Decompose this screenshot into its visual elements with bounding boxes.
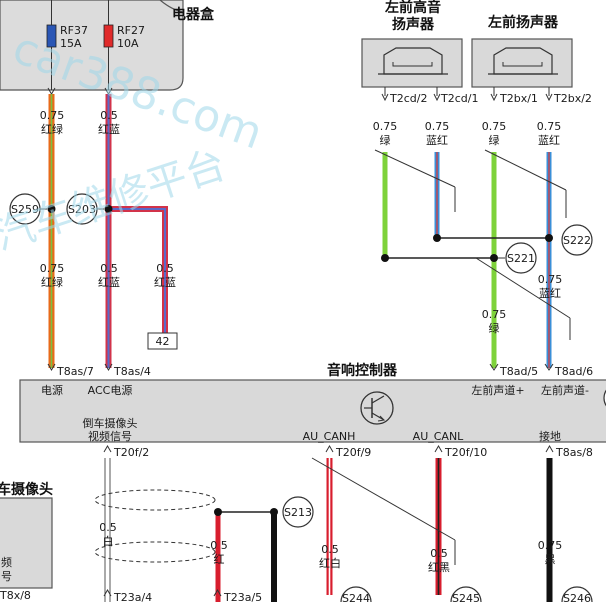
splice-s221: [505, 242, 537, 274]
sw-c1: 绿: [380, 133, 391, 147]
w5-gauge: 0.5: [156, 262, 174, 275]
fuse-rf27-rating: 10A: [117, 37, 139, 50]
pin-fl-minus: T8ad/6: [554, 365, 593, 378]
splice-s245: [450, 586, 482, 602]
ref-box-42-label: 42: [156, 335, 170, 348]
b4-color: 红黑: [428, 561, 450, 574]
pin-canh: T20f/9: [335, 446, 371, 459]
fuse-rf27-id: RF27: [117, 24, 145, 37]
gnd-label: 接地: [539, 430, 561, 443]
w3-gauge: 0.75: [40, 262, 65, 275]
w5-color: 红蓝: [154, 276, 176, 289]
pin-power: T8as/7: [56, 365, 94, 378]
splice-s245-label: S245: [452, 592, 480, 602]
fl-minus-label: 左前声道-: [541, 383, 589, 397]
camera-side-2: 号: [1, 570, 12, 583]
fuse-box: 电器盒 RF37 15A RF27 10A: [0, 0, 215, 95]
tweeter-pin1: T2cd/2: [389, 92, 427, 105]
b1-gauge: 0.5: [99, 521, 117, 534]
splice-s222: [561, 224, 593, 256]
rear-camera: 车摄像头 频 号 T8x/8: [0, 481, 53, 602]
woofer-pin1: T2bx/1: [499, 92, 538, 105]
b3-gauge: 0.5: [321, 543, 339, 556]
w1-gauge: 0.75: [40, 109, 65, 122]
splice-s259-label: S259: [11, 203, 39, 216]
pin-t23a-4: T23a/4: [113, 591, 152, 602]
splice-s244-label: S244: [342, 592, 370, 602]
ref-box-42: [147, 332, 178, 350]
splice-s246: [561, 586, 593, 602]
b2-gauge: 0 5: [210, 539, 228, 552]
sw-c6: 绿: [489, 321, 500, 335]
pin-acc-label: ACC电源: [88, 383, 133, 397]
camera-side-1: 频: [1, 555, 12, 569]
b5-gauge: 0.75: [538, 539, 563, 552]
w2-gauge: 0.5: [100, 109, 118, 122]
splice-s259: [9, 193, 41, 225]
splice-s213: [282, 496, 314, 528]
splice-s203-label: S203: [68, 203, 96, 216]
pin-acc: T8as/4: [113, 365, 151, 378]
splice-s203: [66, 193, 98, 225]
tweeter-title-2: 扬声器: [392, 16, 435, 33]
sw-g4: 0.75: [537, 120, 562, 133]
w3-color: 红绿: [41, 275, 63, 289]
b3-color: 红白: [319, 556, 341, 570]
sw-g2: 0.75: [425, 120, 450, 133]
w2-color: 红蓝: [98, 123, 120, 136]
pin-canl: T20f/10: [444, 446, 487, 459]
splice-s221-label: S221: [507, 252, 535, 265]
b5-color: 黑: [545, 553, 556, 566]
sw-c3: 绿: [489, 133, 500, 147]
camera-title: 车摄像头: [0, 481, 53, 498]
splice-s246-label: S246: [563, 592, 591, 602]
splice-s213-label: S213: [284, 506, 312, 519]
splice-s222-label: S222: [563, 234, 591, 247]
w4-color: 红蓝: [98, 276, 120, 289]
fusebox-title: 电器盒: [172, 6, 215, 23]
left-wires: 42 0.75 红绿 0.5 红蓝 0.75 红绿 0.5 红蓝 0.5 红蓝 …: [9, 94, 178, 368]
b4-gauge: 0.5: [430, 547, 448, 560]
pin-power-label: 电源: [41, 383, 63, 397]
watermark-text-2: 汽车维修平台: [0, 142, 231, 260]
woofer-pin2: T2bx/2: [553, 92, 592, 105]
speaker-wires: S221 S222 0.75 绿 0.75 蓝红 0.75 绿 0.75 蓝红 …: [373, 120, 593, 368]
w4-gauge: 0.5: [100, 262, 118, 275]
b1-color: 白: [103, 534, 114, 548]
fuse-rf27: [103, 24, 114, 48]
transistor-icon: [360, 391, 394, 425]
b2-color: 红: [214, 553, 225, 566]
audio-controller: 音响控制器 T8as/7 电源 T8as/4 ACC电源 T8ad/5 T8ad…: [19, 362, 606, 459]
cam-label-1: 倒车摄像头: [83, 416, 138, 430]
cam-label-2: 视频信号: [88, 429, 132, 443]
tweeter-speaker: 左前高音 扬声器 T2cd/2 T2cd/1: [361, 0, 478, 105]
canh-label: AU_CANH: [303, 430, 356, 443]
sw-c2: 蓝红: [426, 134, 448, 147]
pin-fl-plus: T8ad/5: [499, 365, 538, 378]
bottom-wires: S213 S244 S245 S246 0.5 白 0 5 红 0.5 红白 0…: [94, 457, 593, 602]
sw-c4: 蓝红: [538, 134, 560, 147]
sw-g5: 0.75: [538, 273, 563, 286]
canl-label: AU_CANL: [413, 430, 465, 443]
sw-g6: 0.75: [482, 308, 507, 321]
fuse-rf37-id: RF37: [60, 24, 88, 37]
splice-s244: [340, 586, 372, 602]
tweeter-pin2: T2cd/1: [440, 92, 478, 105]
woofer-title: 左前扬声器: [487, 14, 559, 31]
sw-g3: 0.75: [482, 120, 507, 133]
fuse-rf37-rating: 15A: [60, 37, 82, 50]
fl-plus-label: 左前声道+: [471, 383, 524, 397]
woofer-speaker: 左前扬声器 T2bx/1 T2bx/2: [471, 14, 592, 105]
pin-t23a-5: T23a/5: [223, 591, 262, 602]
pin-gnd: T8as/8: [555, 446, 593, 459]
camera-pin: T8x/8: [0, 589, 31, 602]
w1-color: 红绿: [41, 122, 63, 136]
pin-cam: T20f/2: [113, 446, 149, 459]
tweeter-title-1: 左前高音: [384, 0, 441, 16]
controller-title: 音响控制器: [327, 362, 398, 379]
sw-g1: 0.75: [373, 120, 398, 133]
sw-c5: 蓝红: [539, 287, 561, 300]
